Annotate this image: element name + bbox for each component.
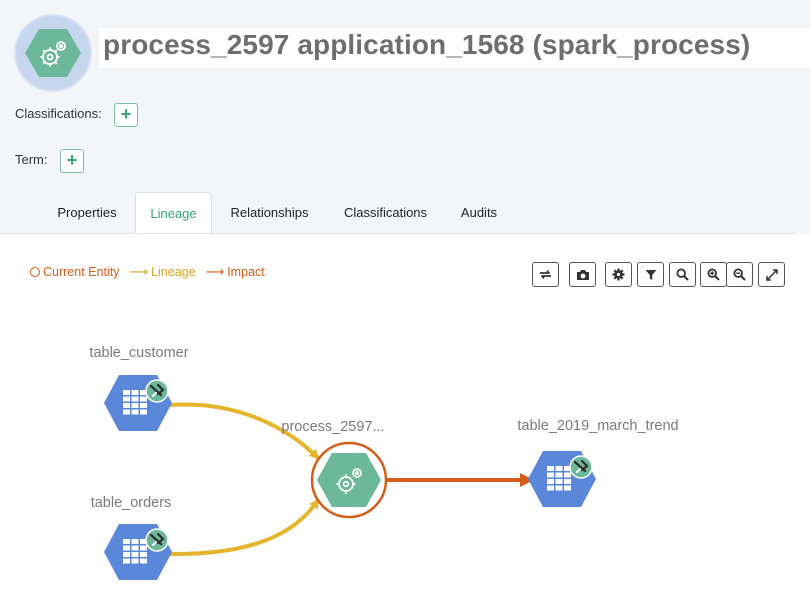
page-title: process_2597 application_1568 (spark_pro… bbox=[103, 29, 751, 60]
refresh-button[interactable] bbox=[532, 262, 559, 287]
node-process-current[interactable] bbox=[310, 441, 388, 519]
zoom-out-button[interactable] bbox=[726, 262, 753, 287]
fullscreen-button[interactable] bbox=[758, 262, 785, 287]
tab-bar: Properties Lineage Relationships Classif… bbox=[0, 192, 796, 234]
tab-classifications[interactable]: Classifications bbox=[343, 205, 428, 220]
node-table-2019-march-trend[interactable] bbox=[526, 449, 598, 509]
filter-icon bbox=[645, 269, 656, 280]
node-label-table-orders: table_orders bbox=[91, 495, 172, 511]
arrow-right-icon: ⟶ bbox=[129, 264, 149, 279]
zoom-in-button[interactable] bbox=[700, 262, 727, 287]
classifications-label: Classifications: bbox=[15, 106, 102, 121]
export-image-button[interactable] bbox=[569, 262, 596, 287]
zoom-in-icon bbox=[707, 268, 720, 281]
lineage-graph[interactable]: table_customer table_orders process_2597… bbox=[0, 234, 810, 604]
table-icon bbox=[102, 373, 174, 433]
legend-current-entity: Current Entity bbox=[30, 264, 119, 280]
node-label-table-customer: table_customer bbox=[89, 345, 188, 361]
term-label: Term: bbox=[15, 152, 48, 167]
node-table-customer[interactable] bbox=[102, 373, 174, 433]
settings-icon bbox=[612, 268, 625, 281]
title-box bbox=[99, 28, 810, 68]
arrow-right-icon: ⟶ bbox=[205, 264, 225, 279]
table-icon bbox=[526, 449, 598, 509]
edge-customer-to-process[interactable] bbox=[168, 402, 320, 460]
zoom-out-icon bbox=[733, 268, 746, 281]
legend-impact: ⟶ Impact bbox=[206, 264, 265, 280]
tab-divider bbox=[0, 233, 796, 234]
node-table-orders[interactable] bbox=[102, 522, 174, 582]
legend-current-label: Current Entity bbox=[43, 265, 120, 279]
table-icon bbox=[102, 522, 174, 582]
circle-icon bbox=[30, 267, 40, 277]
node-label-table-2019-march-trend: table_2019_march_trend bbox=[517, 418, 678, 434]
edge-orders-to-process[interactable] bbox=[168, 498, 320, 557]
add-classification-button[interactable]: + bbox=[114, 103, 138, 127]
tab-properties[interactable]: Properties bbox=[57, 205, 117, 220]
legend-impact-label: Impact bbox=[227, 265, 265, 279]
gear-icon bbox=[336, 468, 362, 494]
filter-button[interactable] bbox=[637, 262, 664, 287]
camera-icon bbox=[576, 269, 589, 280]
legend-lineage: ⟶ Lineage bbox=[129, 264, 195, 280]
refresh-icon bbox=[540, 269, 551, 280]
entity-header: process_2597 application_1568 (spark_pro… bbox=[0, 0, 810, 234]
fullscreen-icon bbox=[765, 268, 778, 281]
node-label-process: process_2597... bbox=[281, 419, 384, 435]
tab-relationships[interactable]: Relationships bbox=[230, 205, 309, 220]
lineage-legend: Current Entity ⟶ Lineage ⟶ Impact bbox=[30, 264, 265, 280]
tab-lineage[interactable]: Lineage bbox=[135, 192, 212, 234]
legend-lineage-label: Lineage bbox=[151, 265, 196, 279]
add-term-button[interactable]: + bbox=[60, 149, 84, 173]
entity-avatar bbox=[14, 14, 92, 92]
tab-audits[interactable]: Audits bbox=[460, 205, 498, 220]
search-icon bbox=[676, 268, 689, 281]
gear-icon bbox=[25, 29, 81, 77]
settings-button[interactable] bbox=[605, 262, 632, 287]
search-button[interactable] bbox=[669, 262, 696, 287]
